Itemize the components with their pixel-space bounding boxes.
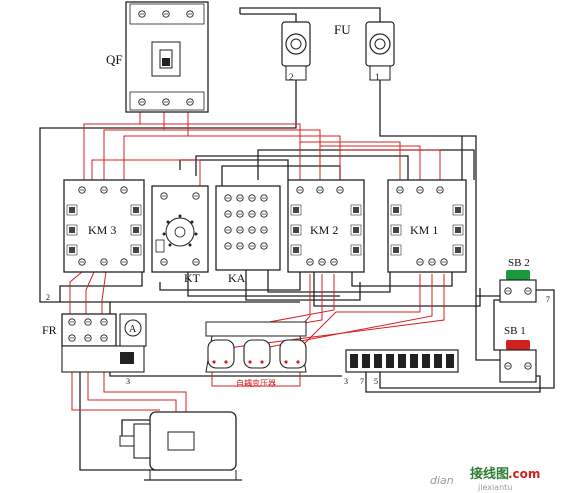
transformer-label: 自耦变压器 (236, 378, 276, 388)
ka-label: KA (228, 271, 246, 285)
watermark: 接线图 .com dian jiexiantu (430, 466, 540, 492)
wire-label-2: 2 (46, 293, 50, 302)
wire-label-7: 7 (546, 295, 550, 304)
fu-label: FU (334, 22, 351, 37)
fu-right-num: 1 (375, 72, 380, 82)
km3-contactor: KM 3 (63, 179, 145, 273)
ka-relay: KA (215, 185, 281, 285)
terminal-5: 5 (374, 377, 378, 386)
fr-label: FR (42, 323, 57, 337)
fu-left-num: 2 (289, 72, 294, 82)
sb1-red-cap (506, 340, 530, 350)
watermark-site: .com (508, 467, 540, 481)
wire-label-3: 3 (126, 377, 130, 386)
watermark-cn: 接线图 (470, 466, 509, 482)
sb2-button: SB 2 (499, 257, 537, 303)
terminal-strip: 3 7 5 (344, 349, 459, 386)
km1-label: KM 1 (410, 223, 438, 237)
km3-label: KM 3 (88, 223, 116, 237)
auto-transformer: 自耦变压器 (205, 321, 307, 388)
km2-label: KM 2 (310, 223, 338, 237)
motor (119, 411, 242, 481)
qf-label: QF (106, 52, 123, 67)
fuse-1 (365, 21, 395, 81)
watermark-prefix: dian (430, 474, 454, 487)
fr-overload: FR (42, 313, 145, 373)
sb1-label: SB 1 (504, 325, 526, 337)
sb2-label: SB 2 (508, 257, 530, 269)
terminal-7: 7 (360, 377, 364, 386)
ammeter-label: A (129, 324, 137, 335)
ammeter: A (119, 313, 147, 347)
kt-timer: KT (151, 185, 209, 285)
fu-fuses: FU 2 1 (281, 21, 395, 82)
sb2-green-cap (506, 270, 530, 280)
km2-contactor: KM 2 (287, 179, 365, 273)
watermark-url: jiexiantu (477, 483, 512, 492)
km1-contactor: KM 1 (387, 179, 467, 273)
qf-breaker: QF (106, 1, 209, 113)
sb1-button: SB 1 (499, 325, 537, 383)
fuse-2 (281, 21, 311, 81)
terminal-3: 3 (344, 377, 348, 386)
kt-label: KT (184, 271, 201, 285)
